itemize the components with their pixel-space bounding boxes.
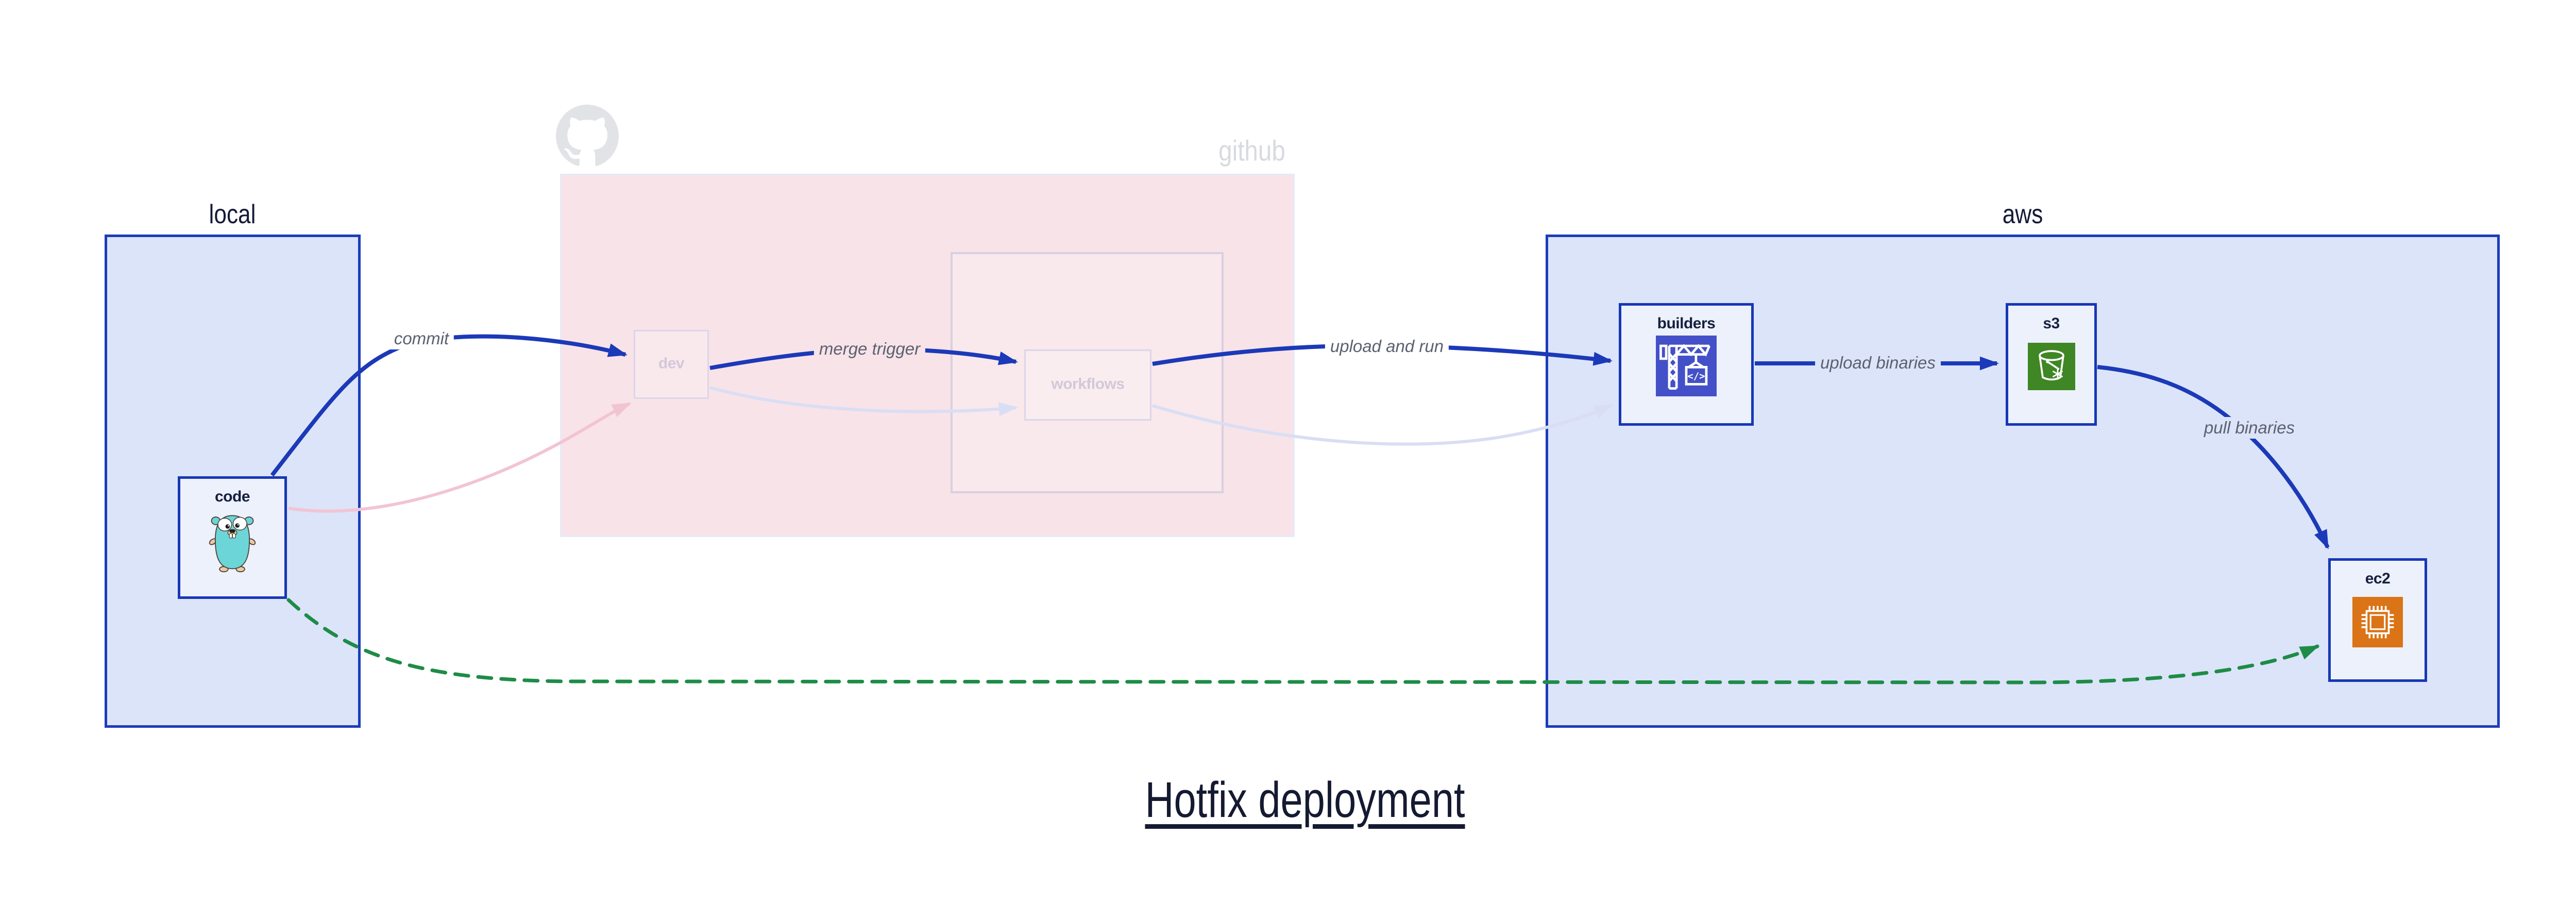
node-builders: builders </> xyxy=(1619,303,1754,426)
node-s3: s3 xyxy=(2006,303,2097,426)
node-code-label: code xyxy=(214,488,250,505)
node-dev: dev xyxy=(634,330,709,399)
edge-faded-code-to-dev xyxy=(288,402,632,513)
node-ec2-label: ec2 xyxy=(2365,570,2391,587)
cluster-github xyxy=(560,174,1295,537)
svg-text:</>: </> xyxy=(1687,371,1705,382)
edge-faded-workflows-to-builders xyxy=(1152,404,1614,446)
cluster-master xyxy=(951,252,1224,493)
edge-label-merge-trigger: merge trigger xyxy=(814,338,926,360)
node-builders-label: builders xyxy=(1657,315,1716,332)
cluster-local-label: local xyxy=(209,199,256,229)
node-workflows: workflows xyxy=(1024,349,1151,421)
go-gopher-icon xyxy=(209,515,256,573)
node-workflows-label: workflows xyxy=(1051,375,1125,393)
aws-ec2-icon xyxy=(2352,597,2403,647)
edge-hotfix-dashed xyxy=(286,598,2319,684)
edge-label-pull-binaries: pull binaries xyxy=(2198,417,2300,439)
edge-pull-binaries xyxy=(2097,365,2330,549)
node-code: code xyxy=(178,476,287,599)
edge-label-upload-and-run: upload and run xyxy=(1325,336,1449,357)
github-logo-icon xyxy=(556,105,619,166)
edge-label-commit: commit xyxy=(388,328,454,349)
edge-label-upload-binaries: upload binaries xyxy=(1815,352,1941,374)
node-s3-label: s3 xyxy=(2043,315,2060,332)
aws-codebuild-icon: </> xyxy=(1656,336,1717,396)
edge-commit xyxy=(270,334,628,477)
node-ec2: ec2 xyxy=(2328,558,2427,682)
aws-s3-icon xyxy=(2027,343,2075,390)
cluster-aws-label: aws xyxy=(2002,199,2043,229)
cluster-github-label: github xyxy=(1218,134,1285,167)
node-dev-label: dev xyxy=(658,355,685,372)
edge-faded-dev-to-workflows xyxy=(709,386,1019,416)
page-title: Hotfix deployment xyxy=(1145,772,1465,828)
